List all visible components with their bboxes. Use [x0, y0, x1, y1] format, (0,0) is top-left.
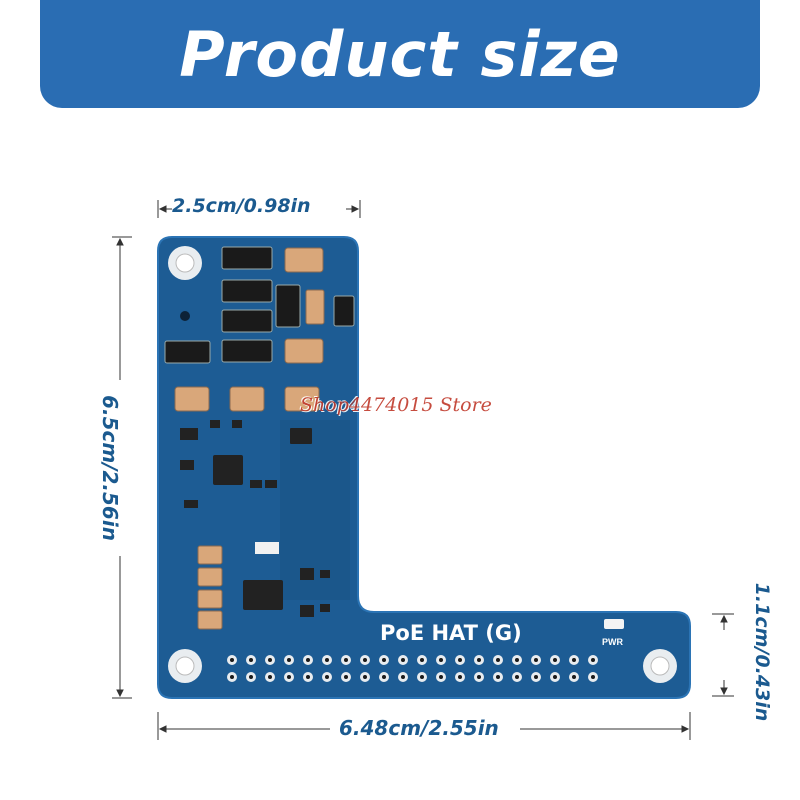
gpio-pad-hole: [572, 675, 576, 679]
gpio-pad-hole: [382, 658, 386, 662]
gpio-pad-hole: [363, 658, 367, 662]
gpio-pad-hole: [553, 675, 557, 679]
gpio-pad-hole: [230, 658, 234, 662]
gpio-pad-hole: [534, 675, 538, 679]
dimension-lines: [112, 200, 734, 740]
gpio-pad-hole: [477, 658, 481, 662]
components-ics: [180, 420, 330, 617]
gpio-pad-hole: [230, 675, 234, 679]
gpio-pad-hole: [249, 658, 253, 662]
dimension-left-height: 6.5cm/2.56in: [98, 389, 122, 547]
board-label: PoE HAT (G): [380, 621, 522, 645]
title-banner: Product size: [40, 0, 760, 108]
pwr-led: [604, 619, 624, 629]
gpio-pad-hole: [325, 658, 329, 662]
gpio-pad-hole: [591, 658, 595, 662]
gpio-pad-hole: [439, 675, 443, 679]
gpio-pad-hole: [306, 658, 310, 662]
pwr-label: PWR: [602, 637, 623, 647]
gpio-pad-hole: [458, 658, 462, 662]
dimension-top-width: 2.5cm/0.98in: [172, 195, 311, 217]
gpio-pad-hole: [363, 675, 367, 679]
gpio-pad-hole: [458, 675, 462, 679]
gpio-pad-hole: [420, 658, 424, 662]
gpio-header-pads: [227, 655, 598, 682]
gpio-pad-hole: [249, 675, 253, 679]
components-diodes: [164, 246, 355, 364]
gpio-pad-hole: [344, 675, 348, 679]
dimension-right-height: 1.1cm/0.43in: [751, 576, 773, 728]
gpio-pad-hole: [439, 658, 443, 662]
gpio-pad-hole: [325, 675, 329, 679]
gpio-pad-hole: [572, 658, 576, 662]
gpio-pad-hole: [287, 675, 291, 679]
gpio-pad-hole: [401, 658, 405, 662]
gpio-pad-hole: [515, 658, 519, 662]
gpio-pad-hole: [420, 675, 424, 679]
gpio-pad-hole: [534, 658, 538, 662]
gpio-pad-hole: [591, 675, 595, 679]
gpio-pad-hole: [382, 675, 386, 679]
gpio-pad-hole: [344, 658, 348, 662]
gpio-pad-hole: [401, 675, 405, 679]
gpio-pad-hole: [496, 658, 500, 662]
gpio-pad-hole: [287, 658, 291, 662]
gpio-pad-hole: [477, 675, 481, 679]
gpio-pad-hole: [306, 675, 310, 679]
gpio-pad-hole: [268, 658, 272, 662]
dimension-bottom-width: 6.48cm/2.55in: [333, 716, 505, 740]
gpio-pad-hole: [553, 658, 557, 662]
gpio-pad-hole: [515, 675, 519, 679]
gpio-pad-hole: [496, 675, 500, 679]
components-capacitors: [174, 247, 325, 630]
mounting-holes: [168, 246, 677, 683]
banner-title: Product size: [179, 17, 621, 91]
store-watermark: Shop4474015 Store: [300, 394, 492, 416]
gpio-pad-hole: [268, 675, 272, 679]
